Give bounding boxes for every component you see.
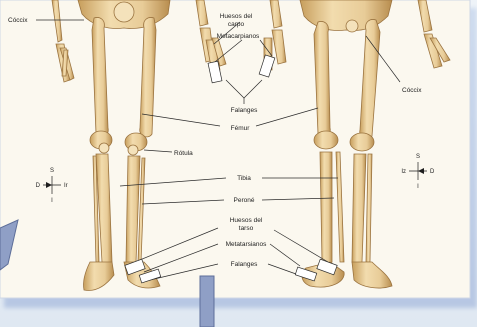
compass-right-top: S: [416, 154, 420, 160]
bottom-block-arrow: [200, 276, 214, 327]
label-phalanges-foot: Falanges: [231, 261, 258, 268]
compass-right-left: Iz: [401, 169, 406, 175]
label-fibula: Peroné: [234, 197, 255, 204]
label-tarsal-line1: Huesos del: [230, 217, 263, 224]
compass-left-top: S: [50, 168, 54, 174]
page-background: [0, 0, 470, 298]
label-metatarsals: Metatarsianos: [226, 241, 268, 248]
compass-right-right: D: [430, 169, 435, 175]
label-femur: Fémur: [231, 125, 251, 132]
label-coccyx-left: Cóccix: [8, 17, 28, 24]
label-carpal-line2: carpo: [228, 21, 245, 28]
label-tarsal-line2: tarso: [239, 225, 254, 232]
label-metacarpals: Metacarpianos: [217, 33, 260, 40]
label-patella: Rótula: [174, 150, 193, 157]
label-tibia: Tibia: [237, 175, 251, 182]
compass-left-left: D: [36, 183, 41, 189]
label-carpal-line1: Huesos del: [220, 13, 253, 20]
label-coccyx-right: Cóccix: [402, 87, 422, 94]
compass-left-right: Ir: [64, 183, 68, 189]
label-phalanges-hand: Falanges: [231, 107, 258, 114]
